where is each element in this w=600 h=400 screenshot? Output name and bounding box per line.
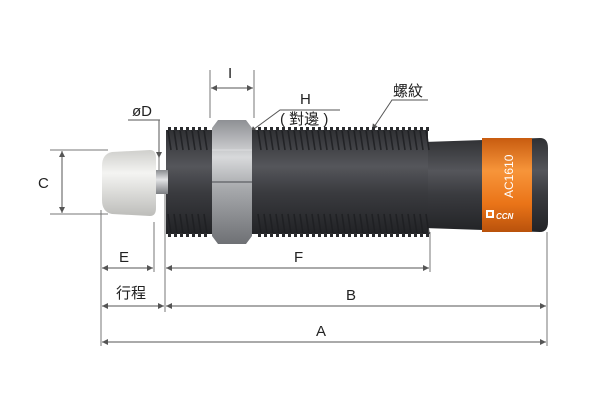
- label-H: H: [300, 91, 311, 108]
- label-B: B: [346, 287, 357, 304]
- label-E: E: [119, 249, 130, 266]
- dimension-lines: [59, 85, 546, 345]
- end-cap: [102, 150, 156, 216]
- label-phiD: øD: [132, 103, 152, 120]
- brand-logo-text: CCN: [496, 212, 514, 221]
- dim-thread-leader: [371, 99, 428, 131]
- label-stroke: 行程: [116, 285, 147, 302]
- label-I: I: [228, 65, 233, 82]
- label-A: A: [316, 323, 327, 340]
- orange-band: [482, 138, 532, 232]
- hex-nut: [212, 120, 252, 244]
- dim-H-leader: [249, 109, 340, 133]
- label-thread: 螺紋: [393, 83, 424, 100]
- model-text: AC1610: [502, 154, 516, 198]
- extension-lines: [50, 70, 548, 346]
- label-F: F: [294, 249, 304, 266]
- label-across-flats: ( 對邊 ): [280, 111, 329, 128]
- label-C: C: [38, 175, 49, 192]
- threaded-body: [166, 127, 430, 237]
